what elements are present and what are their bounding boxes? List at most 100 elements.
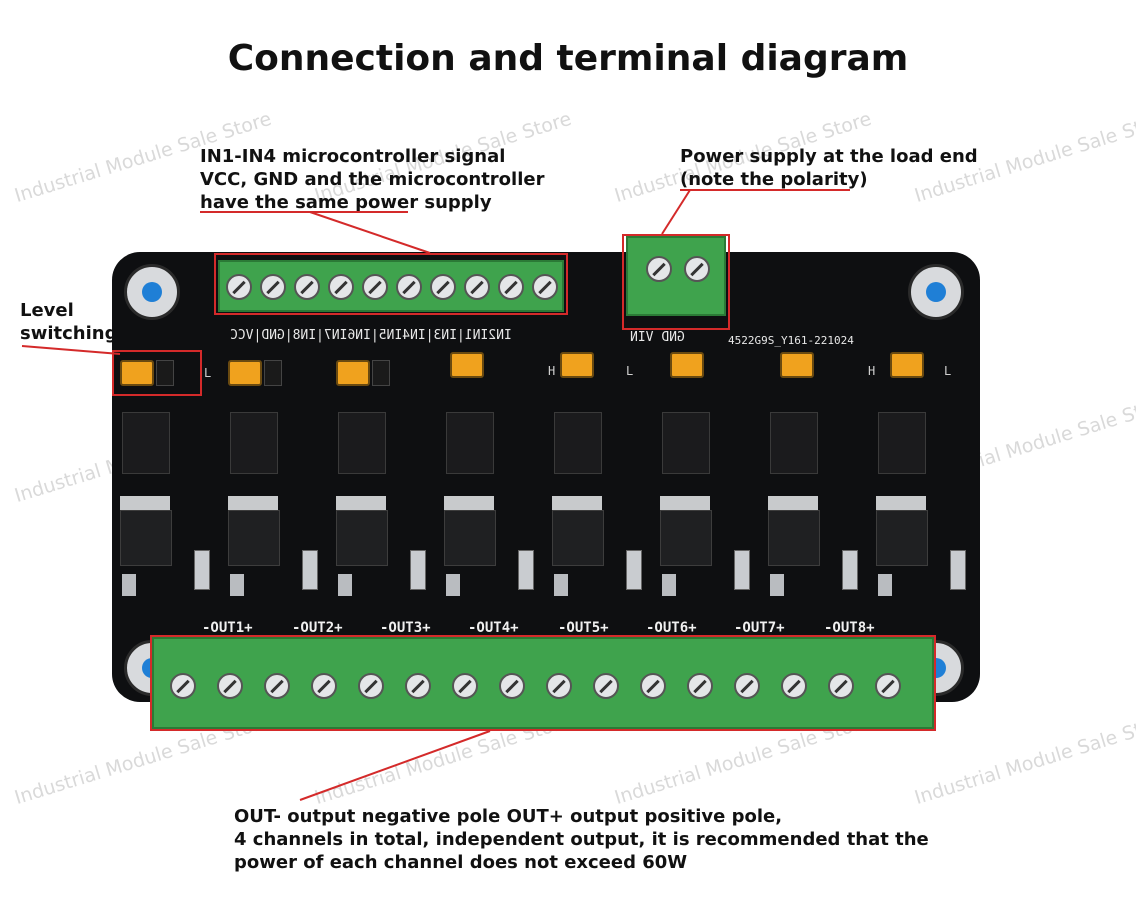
solder-pad xyxy=(554,574,568,596)
jumper-low-mark: L xyxy=(944,364,952,378)
level-jumper[interactable] xyxy=(120,360,154,386)
terminal-screw xyxy=(264,673,290,699)
output-note-line: 4 channels in total, independent output,… xyxy=(234,829,929,850)
output-label-6: -OUT6+ xyxy=(646,620,697,636)
output-leader xyxy=(299,730,491,801)
optocoupler-chip xyxy=(770,412,818,474)
jumper-pin xyxy=(372,360,390,386)
diode xyxy=(734,550,750,590)
terminal-screw xyxy=(684,256,710,282)
input-note: IN1-IN4 microcontroller signal VCC, GND … xyxy=(200,145,544,214)
optocoupler-chip xyxy=(662,412,710,474)
optocoupler-chip xyxy=(338,412,386,474)
mosfet xyxy=(120,510,172,566)
output-highlight-box xyxy=(150,635,936,731)
input-note-line: IN1-IN4 microcontroller signal xyxy=(200,146,506,167)
terminal-screw xyxy=(593,673,619,699)
mosfet xyxy=(228,510,280,566)
level-jumper[interactable] xyxy=(336,360,370,386)
mosfet xyxy=(768,510,820,566)
terminal-screw xyxy=(646,256,672,282)
terminal-screw xyxy=(311,673,337,699)
terminal-screw xyxy=(430,274,456,300)
mosfet xyxy=(444,510,496,566)
input-highlight-box xyxy=(214,253,568,315)
optocoupler-chip xyxy=(554,412,602,474)
diode xyxy=(842,550,858,590)
output-note-line: power of each channel does not exceed 60… xyxy=(234,852,688,873)
terminal-screw xyxy=(396,274,422,300)
terminal-screw xyxy=(405,673,431,699)
mosfet xyxy=(660,510,712,566)
solder-pad xyxy=(122,574,136,596)
mounting-hole xyxy=(908,264,964,320)
terminal-screw xyxy=(362,274,388,300)
output-note: OUT- output negative pole OUT+ output po… xyxy=(234,805,929,874)
board-code: 4522G9S_Y161-221024 xyxy=(728,334,854,347)
input-note-line: VCC, GND and the microcontroller xyxy=(200,169,545,190)
power-note-line: Power supply at the load end xyxy=(680,146,978,167)
output-label-7: -OUT7+ xyxy=(734,620,785,636)
solder-pad xyxy=(338,574,352,596)
terminal-screw xyxy=(217,673,243,699)
level-jumper[interactable] xyxy=(670,352,704,378)
diode xyxy=(626,550,642,590)
output-label-5: -OUT5+ xyxy=(558,620,609,636)
terminal-screw xyxy=(734,673,760,699)
terminal-screw xyxy=(464,274,490,300)
mosfet xyxy=(552,510,604,566)
terminal-screw xyxy=(499,673,525,699)
terminal-screw xyxy=(781,673,807,699)
terminal-screw xyxy=(260,274,286,300)
terminal-screw xyxy=(294,274,320,300)
level-jumper[interactable] xyxy=(450,352,484,378)
mounting-hole xyxy=(124,264,180,320)
mosfet-tab xyxy=(120,496,170,512)
power-note-line: (note the polarity) xyxy=(680,169,868,190)
mosfet-tab xyxy=(228,496,278,512)
solder-pad xyxy=(770,574,784,596)
mosfet-tab xyxy=(444,496,494,512)
terminal-screw xyxy=(498,274,524,300)
optocoupler-chip xyxy=(446,412,494,474)
optocoupler-chip xyxy=(230,412,278,474)
power-highlight-box xyxy=(622,234,730,330)
jumper-pin xyxy=(156,360,174,386)
optocoupler-chip xyxy=(878,412,926,474)
jumper-high-mark: H xyxy=(548,364,556,378)
terminal-screw xyxy=(170,673,196,699)
level-highlight-box xyxy=(112,350,202,396)
solder-pad xyxy=(878,574,892,596)
mosfet-tab xyxy=(660,496,710,512)
terminal-screw xyxy=(532,274,558,300)
input-note-line: have the same power supply xyxy=(200,192,492,213)
terminal-screw xyxy=(640,673,666,699)
terminal-screw xyxy=(828,673,854,699)
jumper-low-mark: L xyxy=(204,366,212,380)
terminal-screw xyxy=(875,673,901,699)
level-jumper[interactable] xyxy=(560,352,594,378)
mosfet-tab xyxy=(552,496,602,512)
level-jumper[interactable] xyxy=(780,352,814,378)
jumper-low-mark: L xyxy=(626,364,634,378)
power-terminal-block xyxy=(626,236,726,316)
level-jumper[interactable] xyxy=(228,360,262,386)
solder-pad xyxy=(446,574,460,596)
output-note-line: OUT- output negative pole OUT+ output po… xyxy=(234,806,783,827)
output-label-2: -OUT2+ xyxy=(292,620,343,636)
input-terminal-block xyxy=(218,260,564,312)
jumper-high-mark: H xyxy=(868,364,876,378)
diode xyxy=(410,550,426,590)
input-leader xyxy=(309,211,431,254)
output-label-1: -OUT1+ xyxy=(202,620,253,636)
power-note: Power supply at the load end (note the p… xyxy=(680,145,978,191)
level-note: Level switching xyxy=(20,299,117,345)
output-label-3: -OUT3+ xyxy=(380,620,431,636)
output-label-8: -OUT8+ xyxy=(824,620,875,636)
level-leader xyxy=(21,345,121,355)
mosfet-tab xyxy=(768,496,818,512)
solder-pad xyxy=(662,574,676,596)
level-jumper[interactable] xyxy=(890,352,924,378)
mosfet-tab xyxy=(876,496,926,512)
relay-board: IN2IN1|IN3|IN4IN5|IN6IN7|IN8|GND|VCC GND… xyxy=(112,236,980,702)
